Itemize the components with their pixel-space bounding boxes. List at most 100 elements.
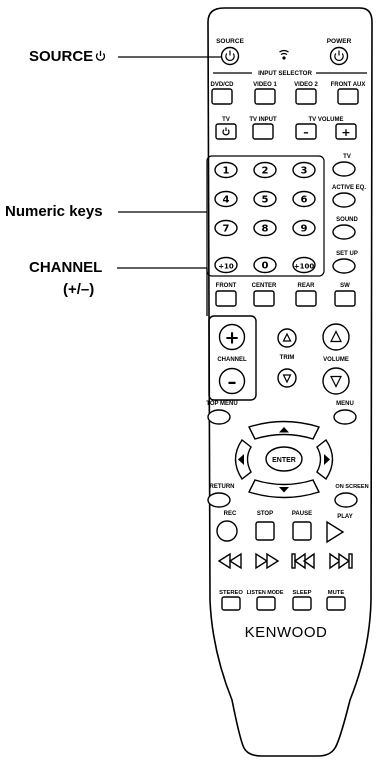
side-tv-label: TV — [343, 154, 351, 160]
video2-button[interactable] — [295, 88, 317, 105]
active-eq-button[interactable] — [332, 192, 356, 208]
sound-button[interactable] — [332, 224, 356, 240]
channel-callout-sub: (+/–) — [63, 281, 95, 298]
numkey-label: 7 — [223, 224, 230, 235]
remote-sensor-icon — [279, 49, 289, 60]
tv-volume-plus-sign: + — [341, 126, 350, 139]
active-eq-label: ACTIVE EQ. — [332, 185, 366, 191]
rear-button[interactable] — [295, 290, 317, 307]
numkey-label: 3 — [301, 166, 308, 177]
stereo-label: STEREO — [219, 590, 243, 596]
power-icon — [334, 50, 344, 62]
numkey-button[interactable] — [253, 256, 277, 274]
center-label: CENTER — [252, 283, 277, 289]
enter-button[interactable] — [265, 446, 303, 472]
side-tv-button[interactable] — [332, 161, 356, 177]
numkey-label: +100 — [294, 263, 315, 271]
numkey-label: 0 — [262, 261, 269, 272]
tv-volume-down-button[interactable] — [295, 123, 317, 140]
channel-callout: CHANNEL — [29, 259, 103, 276]
trim-label: TRIM — [280, 355, 295, 361]
pause-button[interactable] — [292, 521, 312, 541]
numkey-button[interactable] — [253, 190, 277, 208]
power-label: POWER — [327, 38, 352, 45]
front-button[interactable] — [215, 290, 237, 307]
sw-button[interactable] — [334, 290, 356, 307]
volume-down-icon — [330, 375, 342, 388]
source-callout-text: SOURCE — [29, 48, 94, 65]
rec-button[interactable] — [216, 520, 238, 542]
return-button[interactable] — [207, 492, 231, 508]
numkey-button[interactable] — [214, 161, 238, 179]
volume-down-button[interactable] — [322, 367, 350, 395]
play-button[interactable] — [326, 520, 345, 544]
channel-minus-sign: – — [228, 372, 237, 393]
volume-up-icon — [330, 330, 342, 343]
source-button[interactable] — [220, 46, 240, 66]
tv-power-button[interactable] — [215, 123, 237, 140]
fast-forward-button[interactable] — [255, 552, 280, 570]
numkey-button[interactable] — [253, 219, 277, 237]
pause-label: PAUSE — [292, 511, 312, 517]
input-selector-label: INPUT SELECTOR — [258, 70, 312, 77]
volume-up-button[interactable] — [322, 323, 350, 351]
numkey-button[interactable] — [253, 161, 277, 179]
rewind-button[interactable] — [217, 552, 242, 570]
up-arrow-icon — [279, 427, 289, 433]
left-arrow-icon — [238, 454, 244, 465]
skip-back-button[interactable] — [291, 552, 315, 570]
stereo-button[interactable] — [221, 596, 241, 611]
channel-down-button[interactable] — [218, 367, 246, 395]
listen-mode-button[interactable] — [256, 596, 276, 611]
source-label: SOURCE — [216, 38, 244, 45]
set-up-button[interactable] — [332, 258, 356, 274]
skip-forward-button[interactable] — [329, 552, 353, 570]
trim-up-button[interactable] — [277, 328, 297, 348]
on-screen-button[interactable] — [334, 492, 358, 508]
channel-label: CHANNEL — [217, 357, 247, 363]
channel-plus-sign: + — [224, 328, 239, 349]
tv-power-label: TV — [222, 117, 230, 123]
numkey-button[interactable] — [292, 219, 316, 237]
tv-input-label: TV INPUT — [249, 117, 277, 123]
sound-label: SOUND — [336, 217, 358, 223]
kenwood-logo: KENWOOD — [245, 624, 328, 641]
top-menu-label: TOP MENU — [206, 401, 237, 407]
numkey-label: 8 — [262, 224, 269, 235]
set-up-label: SET UP — [336, 251, 358, 257]
trim-down-button[interactable] — [277, 368, 297, 388]
top-menu-button[interactable] — [207, 409, 231, 425]
enter-label: ENTER — [272, 457, 296, 464]
center-button[interactable] — [253, 290, 275, 307]
mute-button[interactable] — [326, 596, 346, 611]
numeric-keypad-frame — [206, 155, 325, 277]
numkey-button[interactable] — [292, 190, 316, 208]
sleep-button[interactable] — [292, 596, 312, 611]
play-label: PLAY — [337, 514, 352, 520]
front-label: FRONT — [216, 283, 237, 289]
tv-power-icon — [222, 127, 230, 136]
dvd-cd-button[interactable] — [211, 88, 233, 105]
down-arrow-icon — [279, 487, 289, 493]
stop-button[interactable] — [255, 521, 275, 541]
tv-input-button[interactable] — [252, 123, 274, 140]
menu-button[interactable] — [333, 409, 357, 425]
numkey-button[interactable] — [214, 256, 238, 274]
channel-up-button[interactable] — [218, 323, 246, 351]
front-aux-label: FRONT AUX — [331, 82, 366, 88]
tv-volume-up-button[interactable] — [335, 123, 357, 140]
numkey-button[interactable] — [292, 161, 316, 179]
power-symbol-icon — [96, 50, 106, 61]
power-button[interactable] — [329, 46, 349, 66]
dvd-cd-label: DVD/CD — [210, 82, 234, 88]
numkey-button[interactable] — [214, 219, 238, 237]
numkey-button[interactable] — [214, 190, 238, 208]
front-aux-button[interactable] — [337, 88, 359, 105]
numkey-button[interactable] — [292, 256, 316, 274]
sw-label: SW — [340, 283, 350, 289]
listen-mode-label: LISTEN MODE — [247, 590, 284, 596]
tv-volume-label: TV VOLUME — [308, 117, 343, 123]
video1-button[interactable] — [254, 88, 276, 105]
right-arrow-icon — [324, 454, 330, 465]
